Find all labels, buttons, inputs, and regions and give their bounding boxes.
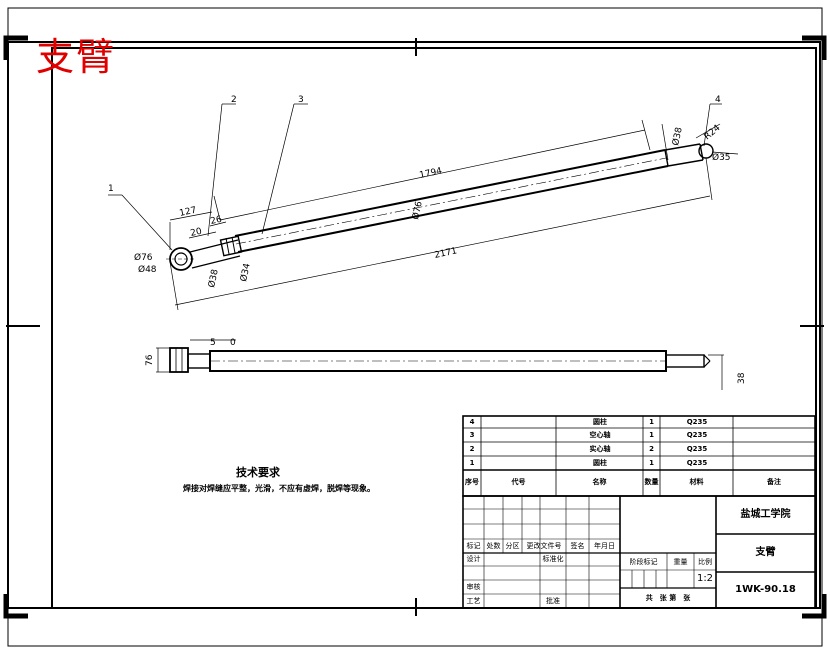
tb-label-stage-mark: 阶段标记: [629, 558, 658, 566]
dim-1794: 1794: [419, 166, 444, 181]
parts-header-qty: 数量: [644, 478, 659, 486]
dim-2171: 2171: [434, 246, 458, 261]
drawing-frame: [51, 47, 817, 609]
dimension-lines: [108, 103, 739, 311]
callout-4: 4: [715, 95, 721, 105]
tb-label-approve: 批准: [546, 597, 560, 605]
side-dimension-labels: 76 38 5 0: [145, 338, 747, 384]
tb-label-review: 审核: [466, 583, 481, 591]
dim-side-38: 38: [737, 372, 747, 384]
dim-20: 20: [190, 227, 204, 239]
dim-phi76-mid: Ø76: [410, 200, 425, 221]
parts-header-code: 代号: [511, 478, 526, 486]
tb-label-change-doc: 更改文件号: [526, 542, 562, 550]
dimension-labels: 1794 2171 127 20 26 Ø76 Ø48 Ø38 Ø34 Ø76 …: [108, 95, 731, 289]
outer-border: [7, 7, 823, 647]
tech-requirements-title: 技术要求: [236, 466, 280, 479]
callout-3: 3: [298, 95, 304, 105]
parts-row-1-material: Q235: [686, 459, 708, 467]
parts-row-1-qty: 1: [649, 459, 654, 467]
tb-label-mark: 标记: [466, 542, 481, 550]
tb-label-count: 处数: [486, 542, 501, 550]
tb-drawing-no: 1WK-90.18: [735, 584, 796, 595]
tb-label-zone: 分区: [505, 542, 520, 550]
dim-127: 127: [179, 206, 198, 219]
arm-side-view: [156, 339, 724, 390]
parts-row-4-name: 圆柱: [593, 418, 607, 426]
parts-row-1-name: 圆柱: [593, 459, 607, 467]
dim-phi35: Ø35: [712, 152, 731, 163]
arm-main-view: [166, 143, 714, 271]
parts-header-material: 材料: [689, 478, 704, 486]
parts-row-3-no: 3: [469, 431, 475, 439]
tb-label-design: 设计: [466, 555, 481, 563]
tech-requirements-text: 焊接对焊缝应平整，光滑，不应有虚焊，脱焊等现象。: [183, 484, 375, 493]
parts-header-name: 名称: [592, 478, 607, 486]
dim-side-5: 5: [210, 338, 216, 348]
tb-label-scale: 比例: [698, 558, 712, 566]
corner-marks: [3, 35, 827, 619]
inner-frame: [7, 41, 821, 609]
dim-26: 26: [210, 215, 224, 227]
dim-phi38-right: Ø38: [670, 126, 685, 147]
centering-marks: [6, 38, 824, 616]
dim-phi76: Ø76: [134, 252, 153, 263]
parts-row-2-no: 2: [469, 445, 475, 453]
parts-row-2-name: 实心轴: [589, 445, 611, 453]
dim-phi48: Ø48: [138, 264, 157, 275]
dim-side-0: 0: [230, 338, 236, 348]
parts-header-no: 序号: [465, 478, 479, 486]
parts-header-note: 备注: [767, 478, 781, 486]
drawing-title: 支臂: [36, 35, 117, 79]
tb-sheets: 共 张 第 张: [645, 594, 691, 602]
tb-label-date: 年月日: [594, 542, 615, 550]
parts-row-4-qty: 1: [649, 418, 654, 426]
parts-row-2-material: Q235: [686, 445, 708, 453]
tb-scale-value: 1:2: [696, 573, 714, 584]
parts-row-3-name: 空心轴: [589, 431, 611, 439]
title-block: [462, 495, 816, 609]
tb-label-standardization: 标准化: [542, 555, 564, 563]
tb-school: 盐城工学院: [740, 509, 791, 520]
dim-r24: R24: [703, 123, 723, 142]
parts-row-3-material: Q235: [686, 431, 708, 439]
dim-phi38-left: Ø38: [206, 268, 221, 289]
callout-1: 1: [108, 184, 114, 194]
parts-row-4-material: Q235: [686, 418, 708, 426]
dim-side-76: 76: [145, 354, 155, 366]
tb-label-weight: 重量: [673, 558, 688, 566]
tb-label-process: 工艺: [466, 597, 481, 605]
parts-row-4-no: 4: [469, 418, 475, 426]
dim-phi34: Ø34: [238, 262, 253, 283]
tb-part-name: 支臂: [755, 547, 776, 558]
parts-row-3-qty: 1: [649, 431, 654, 439]
callout-2: 2: [231, 95, 237, 105]
tb-label-signature: 签名: [570, 542, 585, 550]
parts-row-2-qty: 2: [649, 445, 654, 453]
parts-row-1-no: 1: [469, 459, 475, 467]
